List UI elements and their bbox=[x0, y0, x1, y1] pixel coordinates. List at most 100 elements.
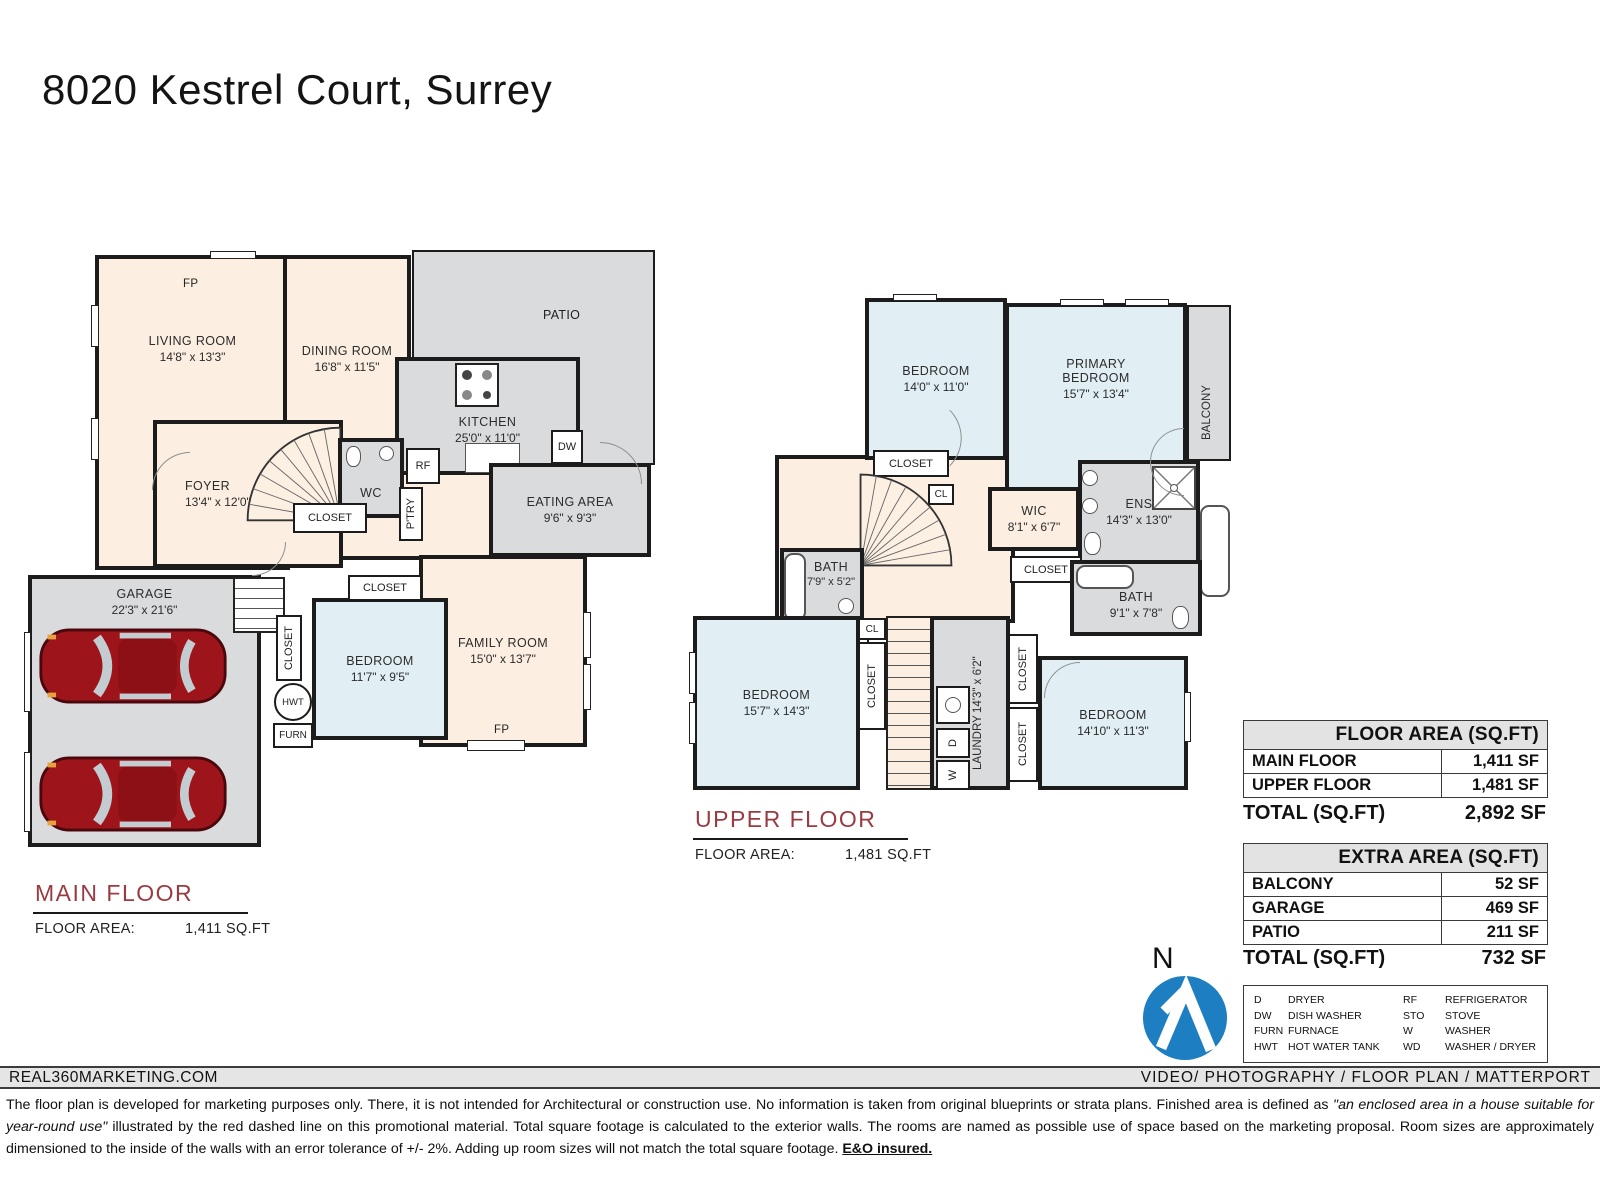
fireplace-notch bbox=[467, 740, 525, 751]
dryer: D bbox=[936, 728, 970, 758]
furnace: FURN bbox=[273, 723, 313, 748]
window bbox=[689, 702, 696, 744]
fireplace-label: FP bbox=[183, 278, 199, 290]
window bbox=[1060, 299, 1104, 306]
room-dims: 9'1" x 7'8" bbox=[1109, 606, 1163, 620]
disclaimer-eo: E&O insured. bbox=[842, 1141, 933, 1157]
room-label: BATH bbox=[1118, 590, 1153, 604]
toilet-icon bbox=[346, 446, 361, 467]
room-label: WC bbox=[360, 486, 382, 500]
legend-row: D DRYER RF REFRIGERATOR bbox=[1254, 994, 1528, 1006]
room-label: KITCHEN bbox=[458, 415, 517, 429]
upper-closet-4: CLOSET bbox=[1008, 707, 1038, 782]
garage-door bbox=[24, 752, 31, 832]
window bbox=[689, 652, 696, 694]
floor-area-total: TOTAL (SQ.FT) 2,892 SF bbox=[1243, 802, 1546, 824]
disclaimer-text: illustrated by the red dashed line on th… bbox=[6, 1119, 1594, 1157]
upper-closet-3: CLOSET bbox=[1008, 634, 1038, 704]
foyer-closet: CLOSET bbox=[293, 503, 367, 533]
table-row: GARAGE 469 SF bbox=[1244, 897, 1547, 921]
window bbox=[91, 418, 99, 460]
bathtub-icon bbox=[1200, 505, 1230, 597]
room-dims: 15'7" x 13'4" bbox=[1063, 387, 1129, 401]
room-label: LIVING ROOM bbox=[148, 334, 237, 348]
sink-icon bbox=[1082, 498, 1098, 514]
bathtub-icon bbox=[784, 553, 806, 621]
table-row: MAIN FLOOR 1,411 SF bbox=[1244, 750, 1547, 774]
hot-water-tank: HWT bbox=[274, 683, 312, 721]
legend-row: DW DISH WASHER STO STOVE bbox=[1254, 1009, 1481, 1022]
upper-closet-1: CLOSET bbox=[873, 450, 949, 477]
page-title: 8020 Kestrel Court, Surrey bbox=[42, 66, 553, 113]
room-label: EATING AREA bbox=[526, 495, 614, 509]
window bbox=[583, 612, 591, 658]
sink-icon bbox=[1082, 470, 1098, 486]
disclaimer-text: The floor plan is developed for marketin… bbox=[6, 1097, 1334, 1113]
car-icon bbox=[39, 628, 227, 704]
window bbox=[1184, 692, 1191, 742]
room-label: FOYER bbox=[185, 479, 231, 493]
stairs-straight-upper bbox=[886, 616, 932, 790]
cl-label: CL bbox=[865, 623, 879, 635]
upper-closet-2: CLOSET bbox=[858, 642, 886, 730]
washer-label: W bbox=[946, 769, 959, 781]
legend-box: D DRYER RF REFRIGERATOR DW DISH WASHER S… bbox=[1243, 985, 1548, 1063]
room-label: WIC bbox=[1021, 504, 1047, 518]
compass-icon bbox=[1143, 974, 1227, 1060]
room-dims: 14'8" x 13'3" bbox=[159, 350, 226, 364]
floor-area-value: 1,411 SQ.FT bbox=[185, 921, 271, 937]
laundry-sink bbox=[936, 686, 970, 724]
closet-label: CLOSET bbox=[362, 582, 407, 594]
room-dims: 14'3" x 13'0" bbox=[1106, 513, 1172, 527]
room-label: GARAGE bbox=[116, 587, 173, 601]
fireplace-label: FP bbox=[494, 724, 510, 736]
room-dims: 15'0" x 13'7" bbox=[470, 652, 536, 666]
room-label: BEDROOM bbox=[346, 654, 414, 668]
floor-area-label: FLOOR AREA: bbox=[695, 847, 795, 863]
footer-bar: REAL360MARKETING.COM VIDEO/ PHOTOGRAPHY … bbox=[0, 1066, 1600, 1089]
table-row: PATIO 211 SF bbox=[1244, 921, 1547, 944]
closet-label: CLOSET bbox=[1017, 646, 1029, 691]
toilet-icon bbox=[1172, 606, 1189, 629]
footer-brand: REAL360MARKETING.COM bbox=[9, 1068, 218, 1086]
cl-label: CL bbox=[934, 489, 948, 500]
north-label: N bbox=[1152, 942, 1174, 975]
closet-label: CLOSET bbox=[283, 625, 295, 670]
patio-label: PATIO bbox=[543, 308, 581, 322]
room-dims: 25'0" x 11'0" bbox=[455, 431, 520, 445]
room-dims: 15'7" x 14'3" bbox=[743, 704, 810, 718]
bedroom-closet: CLOSET bbox=[348, 575, 422, 601]
main-floor-heading: MAIN FLOOR FLOOR AREA: 1,411 SQ.FT bbox=[33, 880, 270, 937]
extra-area-table: EXTRA AREA (SQ.FT) BALCONY 52 SF GARAGE … bbox=[1243, 843, 1548, 945]
window bbox=[1125, 299, 1169, 306]
refrigerator-label: RF bbox=[415, 460, 431, 472]
room-dims: 16'8" x 11'5" bbox=[314, 360, 380, 374]
balcony bbox=[1187, 305, 1231, 461]
main-floor-title: MAIN FLOOR bbox=[33, 880, 248, 914]
dishwasher-label: DW bbox=[557, 441, 577, 453]
room-dims: 13'4" x 12'0" bbox=[185, 495, 251, 509]
car-icon bbox=[39, 756, 227, 832]
room-label: BATH bbox=[813, 560, 848, 574]
stove-icon bbox=[455, 363, 499, 407]
hwt-label: HWT bbox=[282, 696, 304, 708]
room-dims: 8'1" x 6'7" bbox=[1007, 520, 1061, 534]
room-dims: 9'6" x 9'3" bbox=[543, 511, 597, 525]
laundry-label: LAUNDRY 14'3" x 6'2" bbox=[972, 656, 984, 770]
closet-label: CLOSET bbox=[1023, 563, 1068, 576]
curved-stairs-icon bbox=[859, 473, 953, 567]
legend-row: HWT HOT WATER TANK WD WASHER / DRYER bbox=[1254, 1040, 1537, 1053]
window bbox=[91, 305, 99, 347]
window bbox=[893, 294, 937, 301]
window bbox=[583, 664, 591, 710]
closet-label: CLOSET bbox=[866, 663, 878, 708]
table-row: BALCONY 52 SF bbox=[1244, 873, 1547, 897]
floor-area-table: FLOOR AREA (SQ.FT) MAIN FLOOR 1,411 SF U… bbox=[1243, 720, 1548, 798]
legend-row: FURN FURNACE W WASHER bbox=[1254, 1025, 1491, 1037]
bathtub-icon bbox=[1076, 565, 1134, 589]
table-header: EXTRA AREA (SQ.FT) bbox=[1244, 844, 1547, 873]
upper-bedroom-2: BEDROOM 15'7" x 14'3" bbox=[693, 616, 860, 790]
closet-label: CLOSET bbox=[888, 457, 933, 470]
room-label: BEDROOM bbox=[902, 364, 970, 378]
